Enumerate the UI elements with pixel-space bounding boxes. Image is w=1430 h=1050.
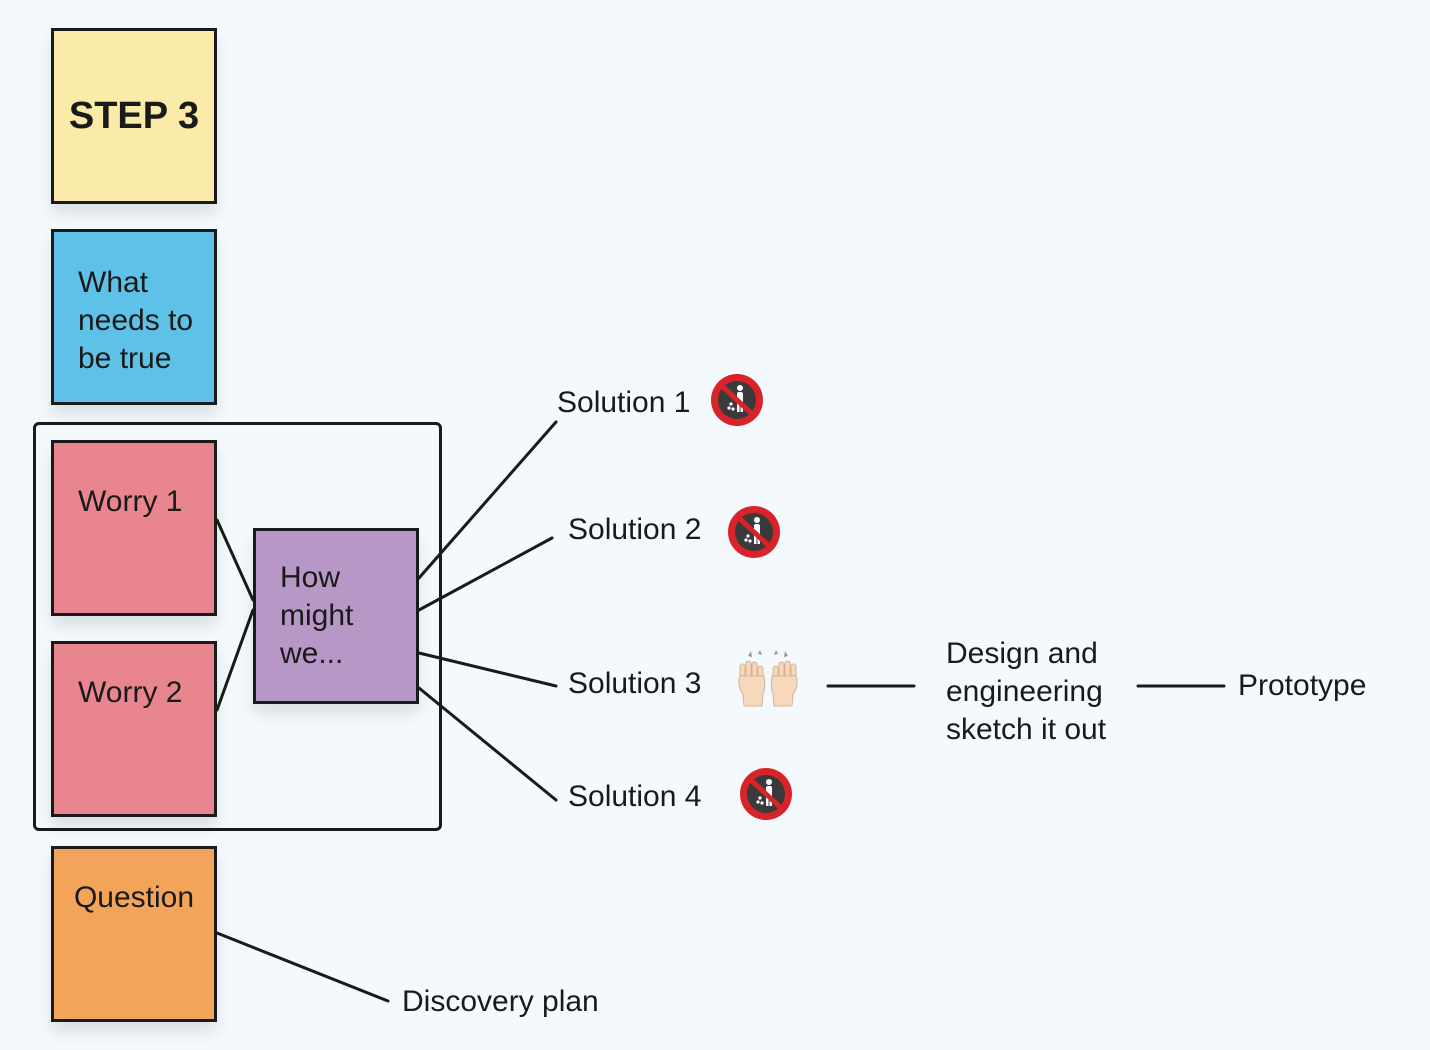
connector-question-discovery: [215, 931, 390, 1003]
sticky-hmw-label: How might we...: [280, 561, 354, 670]
solution-2-label[interactable]: Solution 2: [568, 513, 702, 546]
sticky-step-label: STEP 3: [68, 95, 200, 137]
no-littering-icon: [727, 505, 781, 559]
no-littering-icon: [739, 767, 793, 821]
sticky-worry2-label: Worry 2: [78, 676, 183, 709]
worries-group-frame[interactable]: [33, 422, 442, 831]
raising-hands-icon: [736, 650, 800, 708]
solution-3-label[interactable]: Solution 3: [568, 667, 702, 700]
sticky-step-3[interactable]: STEP 3: [51, 28, 217, 204]
sticky-worry-2[interactable]: Worry 2: [51, 641, 217, 817]
discovery-plan-label[interactable]: Discovery plan: [402, 985, 599, 1018]
design-engineering-label[interactable]: Design and engineering sketch it out: [946, 637, 1107, 746]
sticky-worry-1[interactable]: Worry 1: [51, 440, 217, 616]
sticky-what-needs-to-be-true[interactable]: What needs to be true: [51, 229, 217, 405]
sticky-question-label: Question: [73, 881, 195, 914]
solution-4-label[interactable]: Solution 4: [568, 780, 702, 813]
sticky-how-might-we[interactable]: How might we...: [253, 528, 419, 704]
sticky-worry1-label: Worry 1: [78, 485, 183, 518]
solution-1-label[interactable]: Solution 1: [557, 386, 691, 419]
sticky-truth-label: What needs to be true: [78, 266, 194, 375]
no-littering-icon: [710, 373, 764, 427]
prototype-label[interactable]: Prototype: [1238, 669, 1367, 702]
sticky-question[interactable]: Question: [51, 846, 217, 1022]
